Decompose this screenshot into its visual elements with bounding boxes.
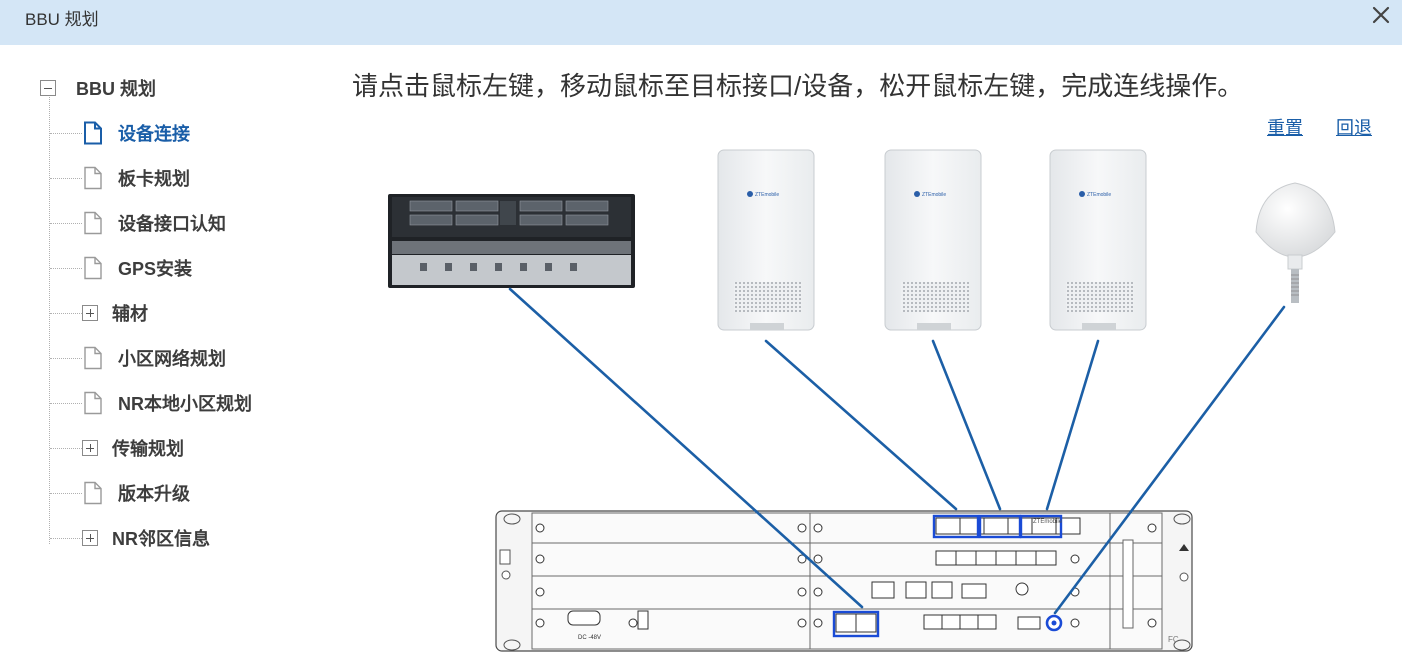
document-icon <box>84 166 102 190</box>
aau-logo-1: ZTEmobile <box>755 192 779 198</box>
tree-item-label: 传输规划 <box>112 439 184 459</box>
connection-canvas[interactable]: ZTEmobile ZTEmobile ZTEmobile <box>350 145 1390 664</box>
bbu-tag: FC <box>1168 635 1179 644</box>
tree-item-label: NR本地小区规划 <box>118 394 252 414</box>
reset-link[interactable]: 重置 <box>1267 118 1303 138</box>
tree-item-accessories[interactable]: 辅材 <box>50 298 148 328</box>
cable-connections <box>508 287 1286 615</box>
tree-item-label: 设备连接 <box>118 124 190 144</box>
tree-connector <box>50 403 82 404</box>
document-icon <box>84 256 102 280</box>
tree-item-nr-local-cell[interactable]: NR本地小区规划 <box>50 388 252 418</box>
aau-unit-3[interactable]: ZTEmobile <box>1049 149 1147 331</box>
tree-connector <box>50 268 82 269</box>
server-rack[interactable] <box>388 194 635 288</box>
tree-item-label: 设备接口认知 <box>118 214 226 234</box>
tree-connector <box>50 223 82 224</box>
tree-item-transport-planning[interactable]: 传输规划 <box>50 433 184 463</box>
cable-aau3-to-bbu <box>1045 339 1100 511</box>
tree-item-label: 小区网络规划 <box>118 349 226 369</box>
document-icon <box>84 391 102 415</box>
collapse-icon[interactable] <box>40 80 56 96</box>
tree-item-nr-neighbor-info[interactable]: NR邻区信息 <box>50 523 210 553</box>
cable-aau2-to-bbu <box>931 339 1002 511</box>
tree-guide-line <box>49 97 50 544</box>
dialog-title: BBU 规划 <box>25 10 99 29</box>
gps-antenna[interactable] <box>1255 182 1336 303</box>
aau-unit-1[interactable]: ZTEmobile <box>717 149 815 331</box>
document-icon <box>84 211 102 235</box>
tree-item-device-connection[interactable]: 设备连接 <box>50 118 190 148</box>
tree-connector <box>50 493 82 494</box>
power-label: DC -48V <box>578 635 601 641</box>
document-icon <box>84 346 102 370</box>
dialog-titlebar: BBU 规划 <box>0 0 1402 45</box>
expand-icon[interactable] <box>82 530 98 546</box>
document-icon <box>84 121 102 145</box>
cable-aau1-to-bbu <box>764 339 958 511</box>
tree-root-bbu[interactable]: BBU 规划 <box>40 73 156 103</box>
cable-gps-to-bbu <box>1053 305 1286 615</box>
close-icon[interactable] <box>1368 2 1394 28</box>
tree-root-label: BBU 规划 <box>76 79 156 99</box>
tree-connector <box>50 178 82 179</box>
tree-item-version-upgrade[interactable]: 版本升级 <box>50 478 190 508</box>
undo-link[interactable]: 回退 <box>1336 118 1372 138</box>
bbu-logo: ZTEmobile <box>1033 519 1063 525</box>
tree-item-label: 辅材 <box>112 304 148 324</box>
tree-item-label: 版本升级 <box>118 484 190 504</box>
navigation-tree: BBU 规划 设备连接 板卡规划 设备接口认知 GPS安装 <box>0 45 330 664</box>
tree-connector <box>50 358 82 359</box>
tree-item-board-planning[interactable]: 板卡规划 <box>50 163 190 193</box>
tree-item-gps-install[interactable]: GPS安装 <box>50 253 193 283</box>
instruction-text: 请点击鼠标左键，移动鼠标至目标接口/设备，松开鼠标左键，完成连线操作。 <box>352 71 1244 101</box>
tree-connector <box>50 133 82 134</box>
bbu-chassis[interactable]: DC -48V ZTEmobile FC <box>495 510 1193 652</box>
tree-item-label: 板卡规划 <box>118 169 190 189</box>
aau-unit-2[interactable]: ZTEmobile <box>884 149 982 331</box>
aau-logo-2: ZTEmobile <box>922 192 946 198</box>
aau-logo-3: ZTEmobile <box>1087 192 1111 198</box>
tree-item-cell-network-planning[interactable]: 小区网络规划 <box>50 343 226 373</box>
tree-connector <box>50 313 82 314</box>
tree-item-label: GPS安装 <box>118 259 193 279</box>
document-icon <box>84 481 102 505</box>
tree-item-interface-cognition[interactable]: 设备接口认知 <box>50 208 226 238</box>
tree-connector <box>50 448 82 449</box>
cable-server-to-bbu <box>508 287 864 609</box>
tree-connector <box>50 538 82 539</box>
expand-icon[interactable] <box>82 440 98 456</box>
expand-icon[interactable] <box>82 305 98 321</box>
tree-item-label: NR邻区信息 <box>112 529 210 549</box>
